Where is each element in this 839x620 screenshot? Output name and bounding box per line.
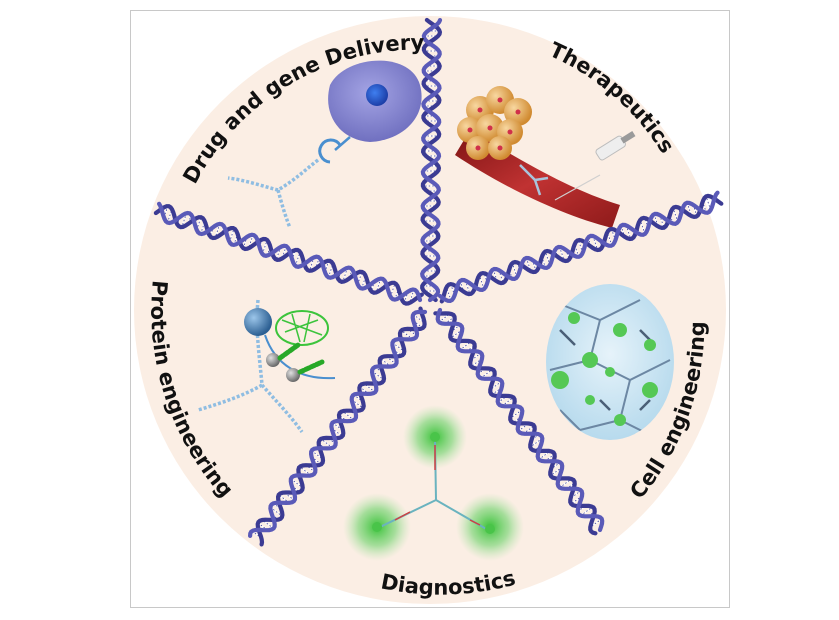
base-pair-rung <box>262 239 268 255</box>
y-dna-arm-left <box>197 383 263 412</box>
grey-bead-1 <box>266 353 280 367</box>
backbone-strand-1 <box>248 309 428 538</box>
y-dna-in-vessel <box>519 164 549 196</box>
base-pair-rung <box>320 438 333 449</box>
dna-arm-upper-left <box>153 201 424 306</box>
base-pair-rung <box>544 251 551 266</box>
base-pair-rung <box>470 358 483 367</box>
backbone-strand-2 <box>439 193 724 304</box>
backbone-strand-1 <box>437 190 720 304</box>
base-pair-rung <box>559 246 565 261</box>
base-pair-rung <box>270 507 283 517</box>
y-dna-arm-right <box>260 383 304 434</box>
hydrogel-boundary <box>546 284 674 440</box>
dna-nanostructure <box>153 17 724 547</box>
base-pair-rung <box>299 466 312 476</box>
base-pair-rung <box>580 506 593 516</box>
base-pair-rung <box>592 235 598 251</box>
base-pair-rung <box>371 370 385 381</box>
base-pair-rung <box>351 399 364 409</box>
base-pair-rung <box>511 263 518 278</box>
probe-bead-top <box>430 432 440 442</box>
base-pair-rung <box>390 283 396 297</box>
nanoparticle-icon <box>244 308 272 336</box>
protein-engineering-illustration <box>197 299 336 434</box>
base-pair-rung <box>342 410 355 421</box>
base-pair-rung <box>375 278 382 293</box>
cell-nucleus-icon <box>366 84 388 106</box>
base-pair-rung <box>523 425 535 434</box>
y-dna-stem <box>255 299 264 386</box>
syringe-icon <box>554 131 636 201</box>
base-pair-rung <box>659 214 665 228</box>
base-pair-rung <box>392 342 405 352</box>
cell-engineering-illustration <box>546 284 674 440</box>
base-pair-rung <box>459 341 472 351</box>
probe-bead-right <box>485 524 495 534</box>
base-pair-rung <box>550 466 563 476</box>
base-pair-rung <box>530 438 543 448</box>
base-pair-rung <box>278 494 290 504</box>
tumor-icon <box>457 86 532 160</box>
base-pair-rung <box>559 478 572 488</box>
ligand-linker <box>334 136 351 151</box>
grey-bead-2 <box>286 368 300 382</box>
base-pair-rung <box>181 213 187 228</box>
base-pair-rung <box>229 228 235 243</box>
base-pair-rung <box>478 274 485 290</box>
base-pair-rung <box>290 478 303 489</box>
base-pair-rung <box>464 280 471 295</box>
y-dna-arm-right <box>276 189 292 229</box>
gfp-protein-icon <box>275 310 329 346</box>
base-pair-rung <box>309 257 315 271</box>
base-pair-rung <box>639 219 646 235</box>
dna-arm-lower-left <box>248 306 428 547</box>
y-dna-arm-left <box>227 176 279 192</box>
backbone-strand-1 <box>157 201 423 303</box>
backbone-strand-1 <box>420 18 443 303</box>
therapeutics-illustration <box>455 86 636 228</box>
backbone-strand-2 <box>433 311 598 536</box>
base-pair-rung <box>214 223 221 238</box>
backbone-strand-1 <box>435 307 605 533</box>
base-pair-rung <box>342 267 348 282</box>
hydrogel-network-icon <box>549 299 671 440</box>
base-pair-rung <box>501 397 514 407</box>
base-pair-rung <box>401 330 414 340</box>
base-pair-rung <box>705 196 712 211</box>
diagnostics-illustration <box>343 405 524 561</box>
base-pair-rung <box>380 358 392 367</box>
probe-bead-left <box>372 522 382 532</box>
background-disc <box>134 16 726 604</box>
base-pair-rung <box>672 207 679 223</box>
backbone-strand-2 <box>420 17 443 303</box>
base-pair-rung <box>294 251 301 266</box>
dna-arm-top <box>420 17 443 303</box>
base-pair-rung <box>331 427 343 437</box>
y-dna-stem <box>277 158 320 192</box>
drug-delivery-illustration <box>227 60 422 229</box>
dna-arm-upper-right <box>437 190 724 304</box>
green-bead-chain <box>277 342 325 375</box>
base-pair-rung <box>480 369 493 379</box>
aptamer-loop-icon <box>318 138 342 164</box>
dna-arm-lower-right <box>433 307 605 536</box>
base-pair-rung <box>625 225 632 240</box>
base-pair-rung <box>509 409 523 419</box>
backbone-strand-2 <box>255 306 427 547</box>
base-pair-rung <box>450 329 463 339</box>
